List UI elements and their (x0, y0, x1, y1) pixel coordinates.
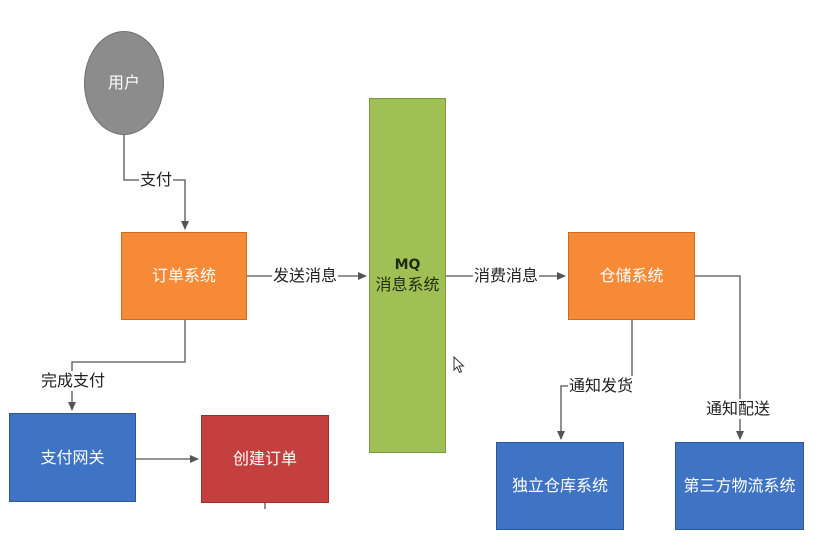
node-mq-label-line1: MQ (394, 256, 421, 273)
node-order-system-label: 订单系统 (151, 266, 216, 285)
node-create-order-label: 创建订单 (232, 449, 297, 468)
connector-warehouse-to-logistics (695, 275, 744, 440)
edge-label-pay: 支付 (139, 170, 174, 190)
node-user-label: 用户 (107, 73, 140, 92)
mouse-pointer-icon (453, 356, 465, 374)
edge-label-consume-message: 消费消息 (473, 266, 540, 286)
node-payment-gateway: 支付网关 (9, 413, 136, 502)
edge-label-complete-payment: 完成支付 (40, 371, 107, 391)
node-mq-label-line2: 消息系统 (375, 274, 440, 294)
node-warehouse-system-label: 仓储系统 (599, 266, 664, 285)
node-order-system: 订单系统 (121, 232, 247, 320)
node-create-order: 创建订单 (201, 415, 329, 503)
edge-label-notify-shipment: 通知发货 (568, 376, 635, 396)
node-independent-warehouse-label: 独立仓库系统 (511, 476, 608, 495)
node-payment-gateway-label: 支付网关 (40, 447, 105, 467)
node-mq: MQ 消息系统 (369, 98, 446, 453)
edge-label-send-message: 发送消息 (272, 266, 339, 286)
edge-label-notify-delivery: 通知配送 (705, 399, 772, 419)
node-independent-warehouse: 独立仓库系统 (496, 442, 624, 530)
node-user: 用户 (84, 31, 164, 135)
connector-order-to-gateway (68, 320, 186, 411)
node-warehouse-system: 仓储系统 (568, 232, 695, 320)
node-third-party-logistics: 第三方物流系统 (675, 442, 804, 530)
node-third-party-logistics-label: 第三方物流系统 (683, 476, 796, 495)
